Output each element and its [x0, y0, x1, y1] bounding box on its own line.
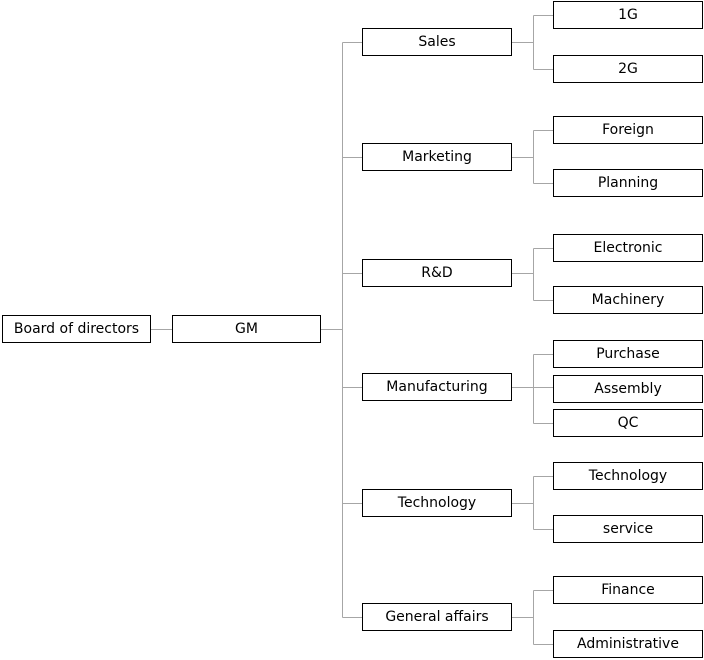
- org-node-unit: 1G: [553, 1, 703, 29]
- org-node-department: Sales: [362, 28, 512, 56]
- org-node-unit: Foreign: [553, 116, 703, 144]
- org-node-unit: Machinery: [553, 286, 703, 314]
- org-node-unit: Electronic: [553, 234, 703, 262]
- org-node-unit: QC: [553, 409, 703, 437]
- org-node-unit: Planning: [553, 169, 703, 197]
- org-node-department: Marketing: [362, 143, 512, 171]
- org-node-unit: 2G: [553, 55, 703, 83]
- org-node-unit: Administrative: [553, 630, 703, 658]
- org-node-department: Technology: [362, 489, 512, 517]
- org-node-unit: service: [553, 515, 703, 543]
- org-node-unit: Assembly: [553, 375, 703, 403]
- org-node-department: General affairs: [362, 603, 512, 631]
- org-node-unit: Finance: [553, 576, 703, 604]
- org-node-department: R&D: [362, 259, 512, 287]
- org-node-unit: Purchase: [553, 340, 703, 368]
- org-node-department: Manufacturing: [362, 373, 512, 401]
- org-node-unit: Technology: [553, 462, 703, 490]
- org-node-gm: GM: [172, 315, 321, 343]
- org-node-root: Board of directors: [2, 315, 151, 343]
